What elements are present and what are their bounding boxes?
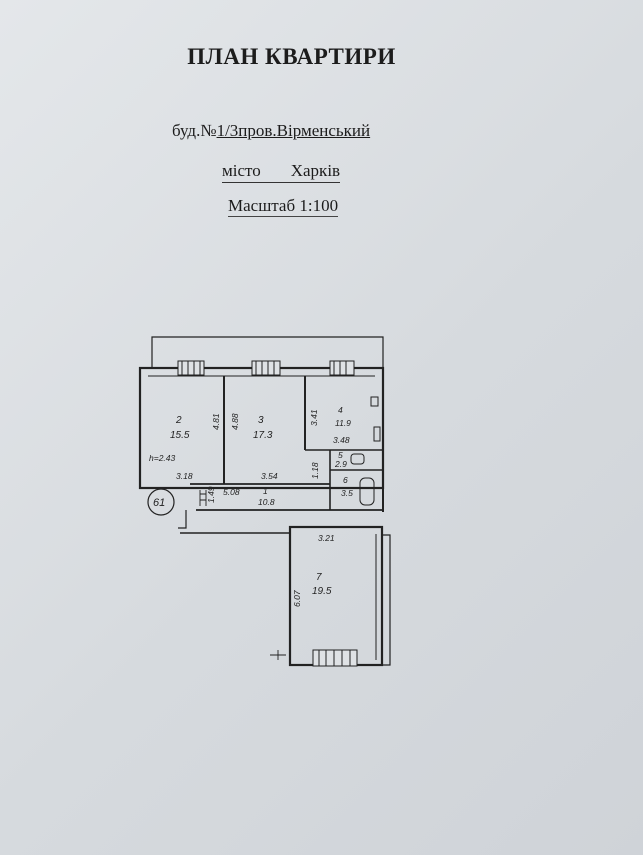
city-label: місто <box>222 161 261 180</box>
room-number: 1 <box>263 486 268 496</box>
room-area: 17.3 <box>253 430 273 441</box>
dimension-label: 3.48 <box>333 435 350 445</box>
document-title: ПЛАН КВАРТИРИ <box>187 44 396 69</box>
room-number: 4 <box>338 405 343 415</box>
room-number: 7 <box>316 572 322 583</box>
dimension-label: 6.07 <box>292 590 302 607</box>
dimension-label: 4.88 <box>230 413 240 430</box>
apartment-badge <box>147 488 175 516</box>
scale-label: Масштаб 1:100 <box>228 196 339 217</box>
city-line: місто Харків <box>222 161 341 183</box>
dimension-label: 3.54 <box>261 471 278 481</box>
dimension-label: 4.81 <box>211 413 221 430</box>
dimension-label: 3.41 <box>309 409 319 426</box>
dimension-label: 1.18 <box>310 462 320 479</box>
room-number: 5 <box>338 450 343 460</box>
dimension-label: 1.49 <box>206 486 216 503</box>
address-line: буд.№1/3пров.Вірменський <box>172 121 370 141</box>
address-street: 1/3пров.Вірменський <box>216 121 371 140</box>
dimension-label: h=2.43 <box>149 453 176 463</box>
dimension-label: 5.08 <box>223 487 240 497</box>
room-area: 15.5 <box>170 430 190 441</box>
room-number: 3 <box>258 415 264 426</box>
room-area: 2.9 <box>334 459 347 469</box>
room-area: 19.5 <box>312 586 332 597</box>
dimension-label: 3.21 <box>318 533 335 543</box>
city-name: Харків <box>290 161 341 180</box>
address-prefix: буд.№ <box>172 121 217 140</box>
room-number: 6 <box>343 475 348 485</box>
room-area: 11.9 <box>335 418 351 428</box>
room-area: 3.5 <box>341 488 353 498</box>
apartment-number: 61 <box>153 497 165 509</box>
dimension-label: 3.18 <box>176 471 193 481</box>
room-number: 2 <box>175 415 182 426</box>
room-area: 10.8 <box>258 497 275 507</box>
